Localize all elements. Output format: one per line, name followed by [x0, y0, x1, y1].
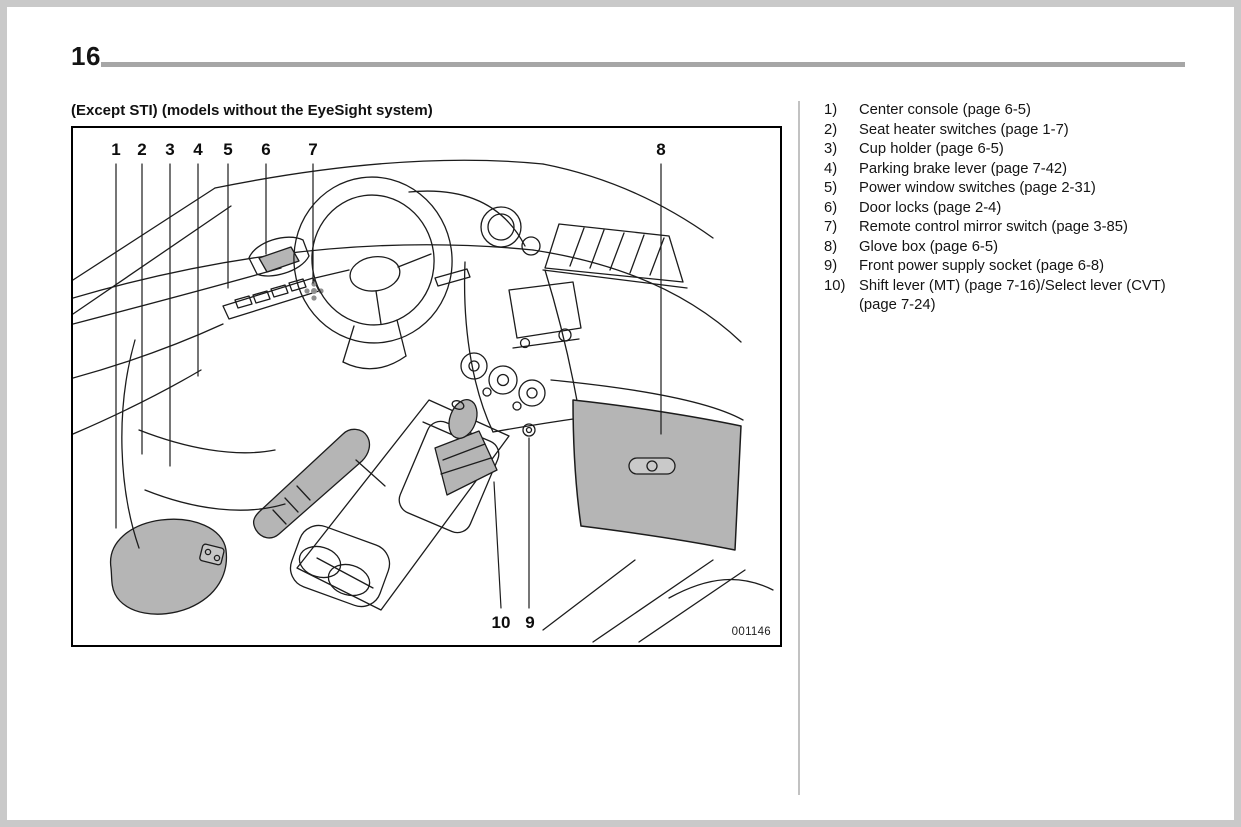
legend-item-label: Power window switches (page 2-31)	[859, 180, 1096, 196]
figure-caption: (Except STI) (models without the EyeSigh…	[71, 102, 433, 119]
legend-item-label: Glove box (page 6-5)	[859, 238, 999, 255]
header-rule	[101, 62, 1185, 67]
legend-item-number: 5)	[824, 180, 838, 196]
page-number: 16	[71, 41, 101, 71]
legend-item-number: 9)	[824, 258, 838, 274]
legend-item-number: 4)	[824, 160, 838, 177]
legend-item: 6) Door locks (page 2-4)	[824, 199, 1169, 219]
legend-item-label: Cup holder (page 6-5)	[859, 141, 1004, 157]
callout-5: 5	[223, 140, 233, 159]
legend-item: 7) Remote control mirror switch (page 3-…	[824, 218, 1169, 238]
legend-item: 10) Shift lever (MT) (page 7-16)/Select …	[824, 277, 1169, 316]
callout-3: 3	[165, 140, 175, 159]
legend-item-label: Door locks (page 2-4)	[859, 199, 1002, 216]
callout-1: 1	[111, 140, 121, 159]
legend-item-number: 10)	[824, 277, 846, 294]
legend-item-number: 8)	[824, 238, 838, 255]
legend-item: 4) Parking brake lever (page 7-42)	[824, 160, 1169, 180]
legend-item-number: 6)	[824, 199, 838, 216]
legend-item: 5) Power window switches (page 2-31)	[824, 179, 1169, 199]
legend-item-label: Front power supply socket (page 6-8)	[859, 258, 1105, 274]
legend-item-label: Parking brake lever (page 7-42)	[859, 160, 1068, 177]
interior-illustration-svg	[73, 159, 774, 643]
legend-item-label: Seat heater switches (page 1-7)	[859, 121, 1069, 138]
legend-list: 1) Center console (page 6-5) 2) Seat hea…	[824, 101, 1169, 316]
legend-item-label: Remote control mirror switch (page 3-85)	[859, 219, 1128, 235]
callout-6: 6	[261, 140, 271, 159]
legend-item-number: 1)	[824, 102, 838, 118]
callout-10: 10	[491, 613, 511, 632]
callout-7: 7	[308, 140, 318, 159]
legend-item: 8) Glove box (page 6-5)	[824, 238, 1169, 258]
legend-item: 2) Seat heater switches (page 1-7)	[824, 121, 1169, 141]
legend-item: 9) Front power supply socket (page 6-8)	[824, 257, 1169, 277]
legend-item: 1) Center console (page 6-5)	[824, 101, 1169, 121]
legend-item-number: 7)	[824, 219, 838, 235]
legend-item-number: 2)	[824, 121, 838, 138]
column-divider	[798, 101, 800, 795]
legend-item: 3) Cup holder (page 6-5)	[824, 140, 1169, 160]
page-sheet: 16 (Except STI) (models without the EyeS…	[7, 7, 1234, 820]
legend-item-label: Shift lever (MT) (page 7-16)/Select leve…	[859, 277, 1166, 314]
callout-8: 8	[656, 140, 666, 159]
callout-9: 9	[525, 613, 535, 632]
figure-code: 001146	[731, 626, 771, 638]
callout-2: 2	[137, 140, 147, 159]
callout-4: 4	[193, 140, 203, 159]
legend-item-number: 3)	[824, 141, 838, 157]
legend-item-label: Center console (page 6-5)	[859, 102, 1031, 118]
figure-frame: 1 2 3 4 5 6 7 8 10 9 001146	[71, 126, 782, 647]
